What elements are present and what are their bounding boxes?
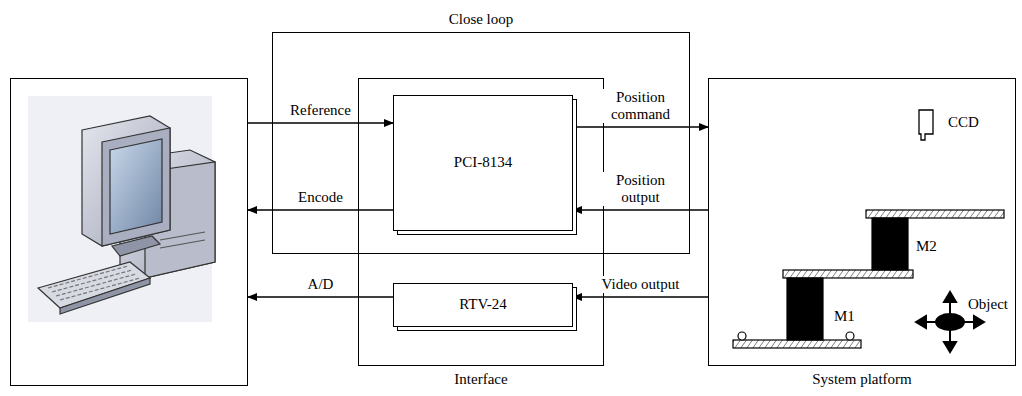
signal-label: A/D (306, 276, 336, 293)
signal-label: Video output (600, 276, 682, 293)
card-box: PCI-8134 (393, 95, 573, 231)
card-box: RTV-24 (393, 283, 573, 327)
part-label: M2 (914, 238, 939, 255)
box-title: RTV-24 (459, 296, 507, 313)
signal-arrow (573, 296, 708, 297)
computer-box (10, 78, 248, 386)
computer-icon (28, 96, 215, 322)
platform-box: System platform (708, 78, 1016, 366)
part-label: CCD (946, 114, 981, 131)
signal-label: Position command (596, 89, 685, 124)
stage-assembly (733, 210, 1004, 348)
group-caption: Interface (359, 371, 603, 388)
group-caption: System platform (709, 371, 1015, 388)
part-label: Object (966, 296, 1010, 313)
signal-label: Position output (596, 172, 685, 207)
signal-label: Reference (288, 102, 353, 119)
part-label: M1 (832, 308, 857, 325)
group-caption: Close loop (273, 11, 689, 28)
signal-arrow (573, 209, 708, 210)
signal-arrow (573, 126, 708, 127)
group-box: Close loop (272, 32, 690, 254)
box-title: PCI-8134 (454, 154, 512, 171)
signal-arrow (248, 122, 393, 123)
object-symbol (916, 292, 984, 352)
ccd-camera (919, 110, 933, 140)
signal-label: Encode (296, 189, 345, 206)
signal-arrow (248, 296, 393, 297)
signal-arrow (248, 209, 393, 210)
group-box: InterfacePCI-8134RTV-24 (358, 78, 604, 366)
